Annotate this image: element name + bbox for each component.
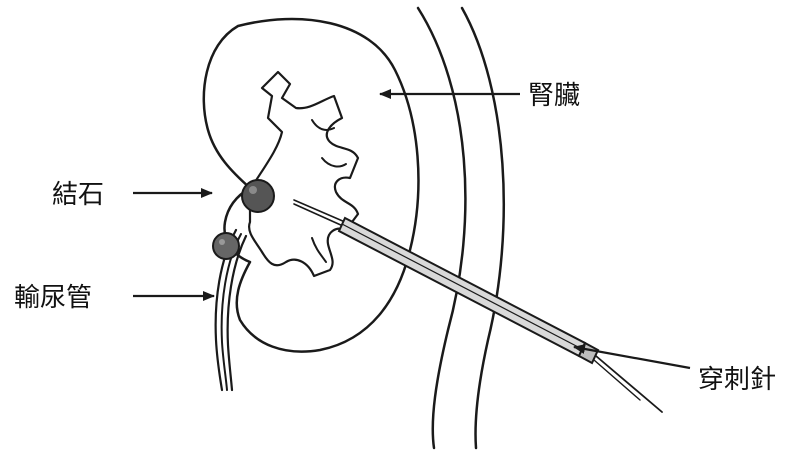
stone-label: 結石 [52,180,104,210]
puncture-needle [294,200,662,412]
body-wall [418,8,504,448]
kidney [204,19,419,352]
kidney-label: 腎臟 [528,81,580,111]
ureter-label: 輸尿管 [14,283,92,313]
needle-label: 穿刺針 [698,365,776,395]
stone [242,180,274,212]
ureter-stone [213,233,239,259]
